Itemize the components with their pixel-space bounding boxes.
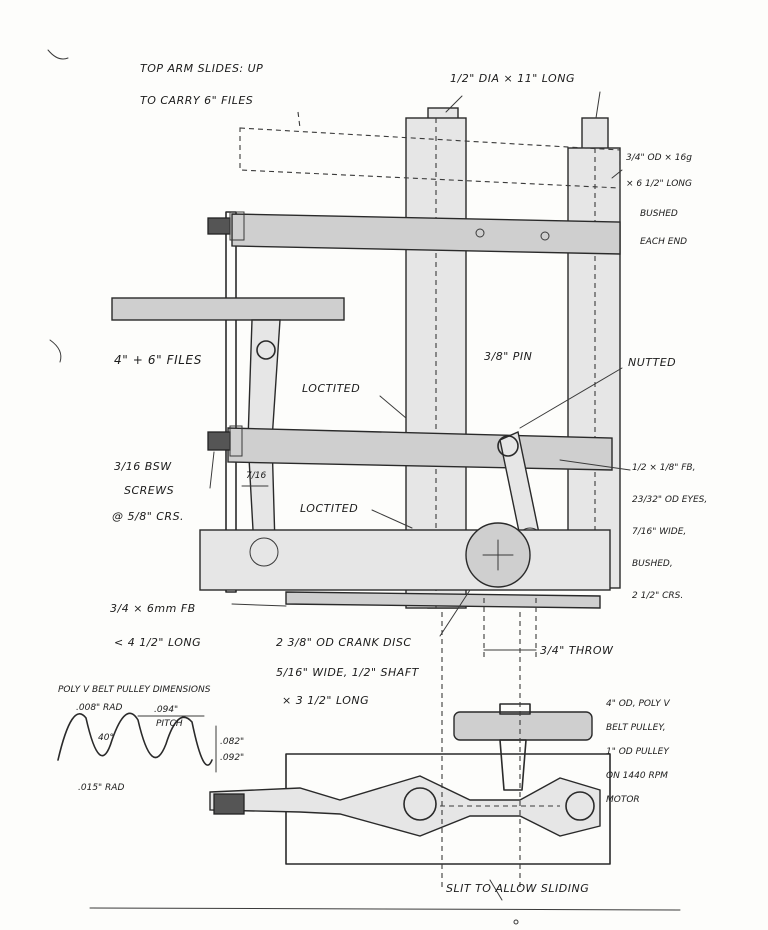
top-arm-note-line2: TO CARRY 6" FILES xyxy=(140,94,253,107)
tube-leader xyxy=(611,169,623,179)
tube-label-line2: × 6 1/2" LONG xyxy=(626,179,692,189)
file-holder-nut xyxy=(256,340,276,360)
punch-hole-mark-middle xyxy=(49,339,62,363)
tube-label-line4: EACH END xyxy=(640,237,687,247)
screws-label-line1: 3/16 BSW xyxy=(114,460,172,473)
slotted-link-eye-right xyxy=(565,791,595,821)
pulley-depth-1: .082" xyxy=(220,737,244,747)
pulley-title: POLY V BELT PULLEY DIMENSIONS xyxy=(58,685,211,695)
pulley-angle: 40° xyxy=(98,733,114,743)
motor-line2: BELT PULLEY, xyxy=(606,723,666,733)
top-arm xyxy=(231,213,621,255)
top-arm-raised-position xyxy=(239,127,621,189)
crank-disc-line1: 2 3/8" OD CRANK DISC xyxy=(276,636,412,649)
top-arm-note-line1: TOP ARM SLIDES: UP xyxy=(140,62,263,75)
files-label: 4" + 6" FILES xyxy=(114,353,202,367)
motor-line4: ON 1440 RPM xyxy=(606,771,668,781)
nutted-label: NUTTED xyxy=(628,356,676,369)
right-rod-leader xyxy=(595,91,601,119)
file-holder-crossbar xyxy=(111,297,345,321)
middle-screw-block xyxy=(229,425,243,457)
flat-bar-line5: 2 1/2" CRS. xyxy=(632,591,683,601)
flat-bar-line3: 7/16" WIDE, xyxy=(632,527,686,537)
flat-bar-line1: 1/2 × 1/8" FB, xyxy=(632,463,695,473)
loctited-1-leader xyxy=(379,395,407,419)
top-arm-hole-2 xyxy=(540,231,550,241)
top-screw-block xyxy=(229,211,245,241)
lower-block xyxy=(199,529,611,591)
screws-leader xyxy=(209,451,215,489)
rod-dia-label: 1/2" DIA × 11" LONG xyxy=(450,72,575,85)
tube-label-line3: BUSHED xyxy=(640,209,678,219)
middle-screw-head xyxy=(207,431,231,451)
fb-6mm-leader xyxy=(231,603,287,607)
fb-6mm-line1: 3/4 × 6mm FB xyxy=(110,602,196,615)
nutted-leader xyxy=(519,367,623,429)
lower-clamp xyxy=(213,793,245,815)
pin-label: 3/8" PIN xyxy=(484,350,532,363)
pulley-rad-bottom: .015" RAD xyxy=(78,783,124,793)
flat-bar-line4: BUSHED, xyxy=(632,559,673,569)
motor-line5: MOTOR xyxy=(606,795,640,805)
screws-label-line3: @ 5/8" CRS. xyxy=(112,510,184,523)
top-arm-leader-dash xyxy=(297,111,301,129)
pulley-depth-2: .092" xyxy=(220,753,244,763)
crank-disc-leader xyxy=(439,589,471,637)
fb-6mm-line2: < 4 1/2" LONG xyxy=(114,636,201,649)
crank-disc-line3: × 3 1/2" LONG xyxy=(282,694,369,707)
crank-disc-line2: 5/16" WIDE, 1/2" SHAFT xyxy=(276,666,420,679)
loctited-2-leader xyxy=(371,509,413,529)
middle-arm xyxy=(227,427,613,471)
loctited-1-label: LOCTITED xyxy=(302,382,360,395)
motor-shaft xyxy=(499,739,527,791)
pulley-hub xyxy=(499,703,531,715)
top-arm-hole-1 xyxy=(475,228,485,238)
poly-v-profile xyxy=(57,712,213,766)
flat-bar-line2: 23/32" OD EYES, xyxy=(632,495,707,505)
top-screw-head xyxy=(207,217,231,235)
throw-label: 3/4" THROW xyxy=(540,644,614,657)
slit-leader xyxy=(489,879,503,901)
right-tube xyxy=(567,147,621,589)
motor-line1: 4" OD, POLY V xyxy=(606,699,670,709)
tube-label-line1: 3/4" OD × 16g xyxy=(626,153,692,163)
pulley-pitch-word: PITCH xyxy=(156,719,183,729)
slit-label: SLIT TO ALLOW SLIDING xyxy=(446,882,589,895)
crank-link-top-eye xyxy=(497,435,519,457)
slotted-link xyxy=(209,775,601,837)
loctited-2-label: LOCTITED xyxy=(300,502,358,515)
rod-dia-leader xyxy=(445,95,463,113)
slotted-link-eye-left xyxy=(403,787,437,821)
page-mark xyxy=(513,919,519,925)
lower-left-pivot xyxy=(249,537,279,567)
belt-pulley xyxy=(453,711,593,741)
pulley-rad-top: .008" RAD xyxy=(76,703,122,713)
bottom-flat-bar xyxy=(285,591,601,609)
fb-leader xyxy=(559,459,631,471)
bottom-border xyxy=(89,907,681,911)
motor-line3: 1" OD PULLEY xyxy=(606,747,670,757)
pulley-pitch: .094" xyxy=(154,705,178,715)
screws-label-line2: SCREWS xyxy=(124,484,174,497)
punch-hole-mark-top xyxy=(47,49,69,60)
gap-label: 7/16 xyxy=(246,471,266,481)
